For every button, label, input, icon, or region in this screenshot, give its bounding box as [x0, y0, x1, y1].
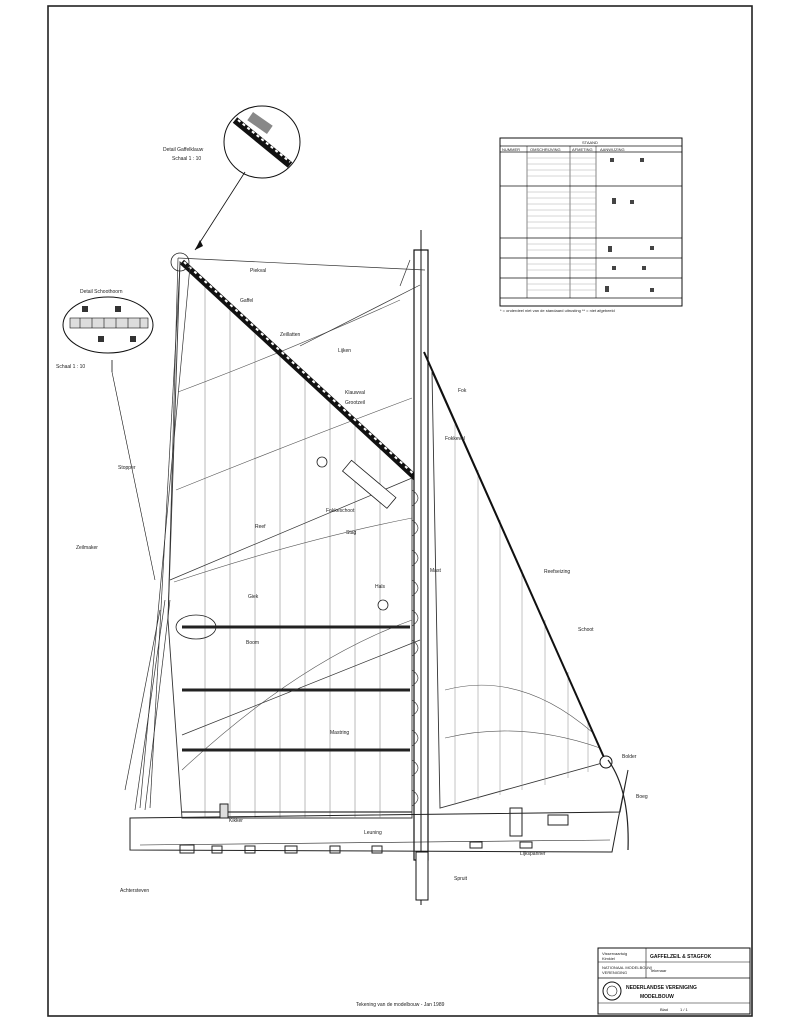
detail-gaffelklauw: Detail Gaffelklauw Schaal 1 : 10	[163, 105, 301, 251]
label-boeg: Boeg	[636, 794, 648, 800]
label-klauwval: Klauwval	[345, 390, 365, 396]
label-schoot: Schoot	[578, 627, 594, 633]
legend-header: STAAND	[582, 140, 598, 145]
tb-project-2: Kimkiel	[602, 956, 615, 961]
reef-bands	[182, 625, 410, 752]
label-leuning: Leuning	[364, 830, 382, 836]
title-block: Visservaartuig Kimkiel NATIONAAL MODELBO…	[597, 947, 751, 1015]
label-giek: Giek	[248, 594, 259, 600]
tb-project-1: Visservaartuig	[602, 951, 627, 956]
label-kikker: Kikker	[229, 818, 243, 824]
detail-top-title: Detail Gaffelklauw	[163, 147, 204, 153]
sheet-border	[47, 5, 753, 1017]
label-spruit: Spruit	[454, 876, 468, 882]
hardware-details	[170, 252, 397, 640]
detail-left-scale: Schaal 1 : 10	[56, 364, 85, 370]
jib-sail	[423, 351, 613, 809]
mast-rings	[411, 489, 419, 807]
mast	[411, 230, 429, 905]
label-gaffel: Gaffel	[240, 298, 253, 304]
label-stag: Stag	[346, 530, 357, 536]
label-zeillatten: Zeillatten	[280, 332, 301, 338]
hull	[129, 759, 629, 901]
legend-col-nummer: NUMMER	[502, 147, 520, 152]
tb-org-sub: MODELBOUW	[640, 994, 674, 1000]
sail-seams	[204, 285, 381, 818]
footer-note: Tekening van de modelbouw - Jan 1989	[356, 1002, 445, 1008]
tb-model-name: GAFFELZEIL & STAGFOK	[650, 954, 712, 960]
label-lijken: Lijken	[338, 348, 351, 354]
legend-footnote: * = onderdeel niet van de standaard uitr…	[500, 308, 615, 313]
tb-sheet-label: Blad	[660, 1007, 668, 1012]
label-mast: Mast	[430, 568, 441, 574]
label-reef: Reef	[255, 524, 266, 530]
reef-curves	[173, 299, 413, 771]
legend-col-omschrijving: OMSCHRIJVING	[530, 147, 561, 152]
label-zeilmaker: Zeilmaker	[76, 545, 98, 551]
label-fok: Fok	[458, 388, 467, 394]
tb-org-left-1: NATIONAAL MODELBOUW	[602, 965, 652, 970]
detail-left-title: Detail Schoothoorn	[80, 289, 123, 295]
tb-drawn-label: Tekenaar	[650, 968, 667, 973]
tb-org-name: NEDERLANDSE VERENIGING	[626, 985, 697, 991]
tb-org-left-2: VERENIGING	[602, 970, 627, 975]
label-stopper: Stopper	[118, 465, 136, 471]
label-lijkspanner: Lijkspanner	[520, 851, 546, 857]
gaff-spar	[179, 259, 423, 485]
label-boom: Boom	[246, 640, 259, 646]
main-sail	[167, 260, 413, 819]
callout-labels: Piekval Gaffel Zeillatten Lijken Klauwva…	[76, 268, 648, 894]
rigging-lines	[124, 257, 426, 811]
label-fokkeschoot: Fokkeschoot	[326, 508, 355, 514]
label-piekval: Piekval	[250, 268, 266, 274]
org-seal	[602, 981, 622, 1001]
label-bolder: Bolder	[622, 754, 637, 760]
detail-top-scale: Schaal 1 : 10	[172, 156, 201, 162]
legend-table: STAAND NUMMER OMSCHRIJVING AFMETING AANW…	[499, 137, 683, 313]
label-mastring: Mastring	[330, 730, 349, 736]
label-grootzeil: Grootzeil	[345, 400, 365, 406]
label-reefseizing: Reefseizing	[544, 569, 570, 575]
detail-schoothoorn: Detail Schoothoorn Schaal 1 : 10	[56, 289, 156, 581]
label-hals: Hals	[375, 584, 386, 590]
main-sail-outline	[167, 260, 413, 819]
legend-col-aanwijzing: AANWIJZING	[600, 147, 625, 152]
label-achtersteven: Achtersteven	[120, 888, 149, 894]
legend-col-afmeting: AFMETING	[572, 147, 593, 152]
tb-sheet-value: 1 / 1	[680, 1007, 689, 1012]
label-fokkeval: Fokkeval	[445, 436, 465, 442]
